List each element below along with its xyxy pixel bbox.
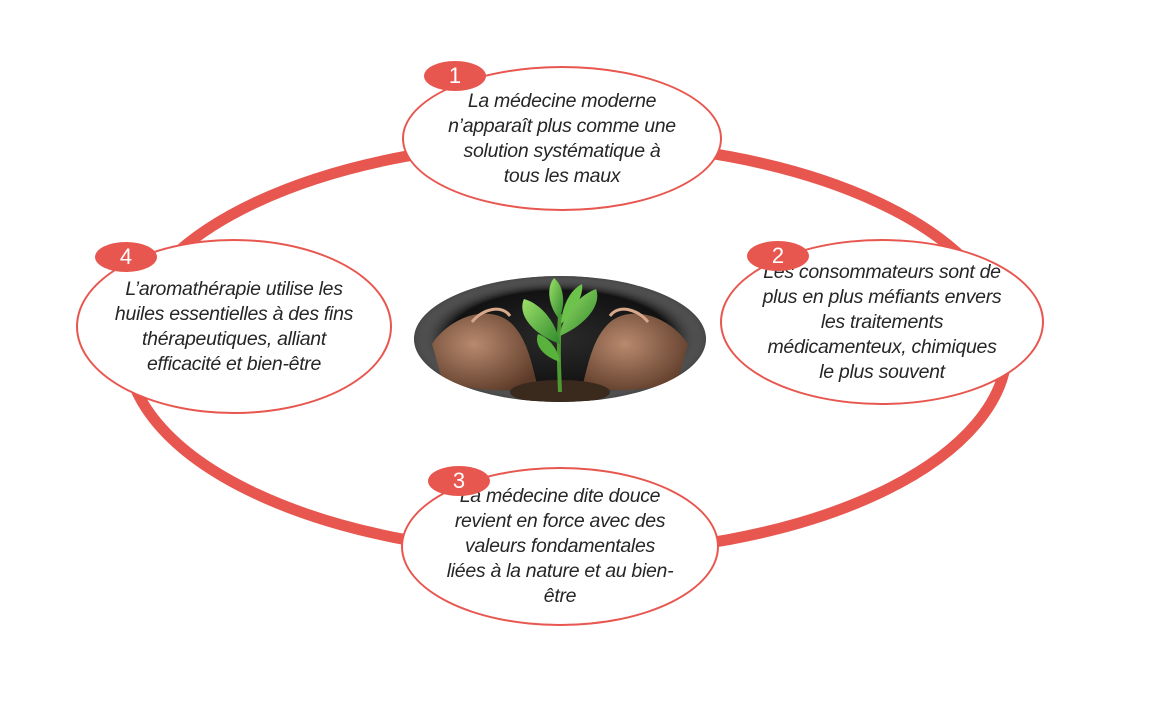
step-4-number-badge: 4 — [95, 242, 157, 272]
step-3-text: La médecine dite douce revient en force … — [446, 485, 674, 607]
step-3-number-badge: 3 — [428, 466, 490, 496]
hands-plant-image — [414, 276, 706, 402]
step-4-text: L’aromathérapie utilise les huiles essen… — [114, 277, 354, 375]
step-1-bubble: La médecine moderne n’apparaît plus comm… — [402, 66, 722, 211]
step-2-number-badge: 2 — [747, 241, 809, 271]
step-2-bubble: Les consommateurs sont de plus en plus m… — [720, 239, 1044, 405]
step-1-number-badge: 1 — [424, 61, 486, 91]
step-1-text: La médecine moderne n’apparaît plus comm… — [448, 89, 676, 187]
step-2-text: Les consommateurs sont de plus en plus m… — [762, 260, 1002, 383]
step-4-bubble: L’aromathérapie utilise les huiles essen… — [76, 239, 392, 414]
